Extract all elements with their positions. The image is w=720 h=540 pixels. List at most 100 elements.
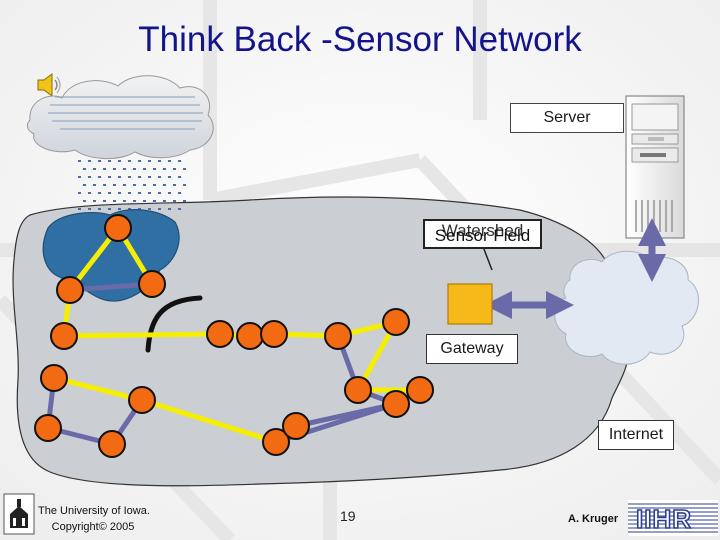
raindrop (88, 192, 91, 194)
raindrop (128, 176, 131, 178)
gateway-node (447, 283, 493, 325)
raindrop (103, 200, 106, 202)
raindrop (118, 176, 121, 178)
raindrop (128, 208, 131, 210)
raindrop (168, 176, 171, 178)
raindrop (163, 184, 166, 186)
raindrop (163, 200, 166, 202)
raindrop (148, 192, 151, 194)
raindrop (103, 184, 106, 186)
sensor-node (382, 308, 410, 336)
sensor-field-label: Sensor Field (434, 226, 531, 245)
raindrop (78, 208, 81, 210)
raindrop (123, 184, 126, 186)
raindrop (98, 176, 101, 178)
raindrop (138, 192, 141, 194)
raindrop (183, 184, 186, 186)
raindrop (108, 176, 111, 178)
author-name: A. Kruger (568, 513, 619, 525)
raindrop (98, 192, 101, 194)
internet-label: Internet (598, 420, 674, 450)
raindrop (108, 208, 111, 210)
yellow-link (51, 375, 145, 403)
sensor-node (236, 322, 264, 350)
sensor-node (98, 430, 126, 458)
university-seal-icon (3, 493, 35, 535)
raindrop (113, 168, 116, 170)
watershed-label: Watershed (441, 221, 524, 240)
yellow-link (61, 331, 223, 339)
raindrop (178, 160, 181, 162)
raindrop (78, 176, 81, 178)
raindrop (158, 192, 161, 194)
raindrop (148, 208, 151, 210)
raindrop (103, 168, 106, 170)
gateway-label: Gateway (426, 334, 518, 364)
raindrop (128, 192, 131, 194)
sensor-node (128, 386, 156, 414)
raindrop (143, 168, 146, 170)
raindrop (183, 168, 186, 170)
sensor-nodes (34, 214, 434, 458)
sensor-node (50, 322, 78, 350)
sensor-node (282, 412, 310, 440)
raindrop (113, 184, 116, 186)
raindrop (163, 168, 166, 170)
raindrop (173, 200, 176, 202)
raindrop (78, 160, 81, 162)
raindrop (178, 176, 181, 178)
raindrop (138, 160, 141, 162)
raindrop (138, 208, 141, 210)
blue-link (293, 401, 399, 429)
raindrop (138, 176, 141, 178)
sensor-node (56, 276, 84, 304)
raindrop (153, 168, 156, 170)
raindrop (183, 200, 186, 202)
page-number: 19 (340, 508, 356, 524)
slide-title: Think Back -Sensor Network (138, 20, 582, 59)
raindrop (83, 200, 86, 202)
raindrop (93, 200, 96, 202)
sensor-node (40, 364, 68, 392)
university-name: The University of Iowa. (38, 505, 150, 517)
speaker-icon[interactable] (37, 73, 61, 97)
raindrop (143, 200, 146, 202)
raindrop (148, 176, 151, 178)
raindrop (118, 160, 121, 162)
raindrop (118, 192, 121, 194)
raindrop (123, 200, 126, 202)
watershed-sensor-field-label: Watershed Sensor Field (423, 219, 542, 249)
raindrop (93, 184, 96, 186)
field-boundary-line (145, 295, 203, 353)
raindrop (118, 208, 121, 210)
sensor-node (406, 376, 434, 404)
raindrop (128, 160, 131, 162)
raindrop (113, 200, 116, 202)
raindrop (158, 176, 161, 178)
raindrop (133, 200, 136, 202)
raindrop (153, 200, 156, 202)
sensor-node (382, 390, 410, 418)
raindrop (83, 184, 86, 186)
sensor-field-region (12, 196, 630, 487)
raindrop (158, 208, 161, 210)
raindrop (173, 184, 176, 186)
raindrop (98, 160, 101, 162)
raindrop (158, 160, 161, 162)
sensor-node (344, 376, 372, 404)
raindrop (88, 160, 91, 162)
iihr-logo-icon: IIHR (628, 500, 718, 536)
raindrop (108, 192, 111, 194)
rain-cloud-icon (26, 75, 214, 210)
raindrop (108, 160, 111, 162)
raindrop (178, 192, 181, 194)
raindrop (143, 184, 146, 186)
raindrop (83, 168, 86, 170)
copyright-text: Copyright© 2005 (51, 521, 135, 533)
sensor-node (138, 270, 166, 298)
raindrop (123, 168, 126, 170)
raindrop (168, 208, 171, 210)
sensor-node (262, 428, 290, 456)
raindrop (168, 160, 171, 162)
